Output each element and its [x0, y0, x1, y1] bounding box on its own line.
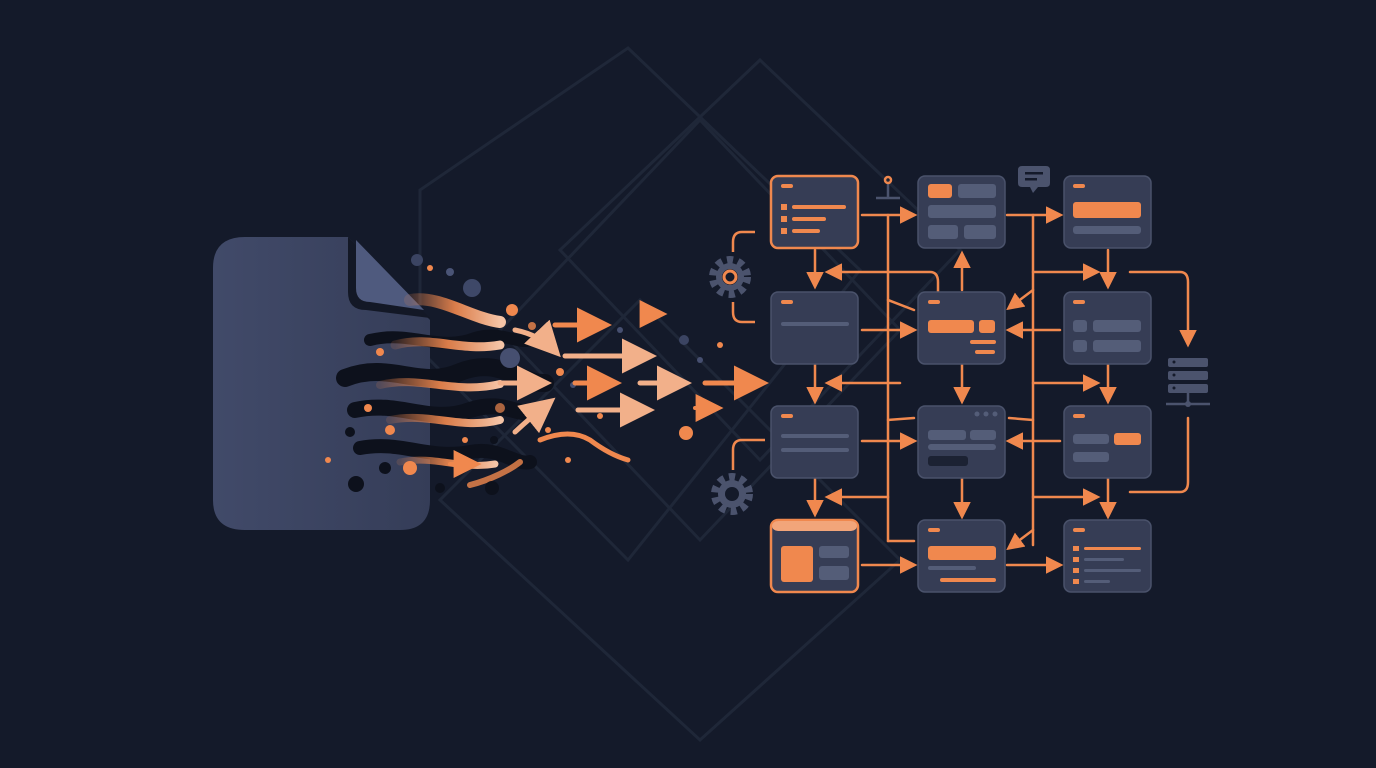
gear-icon [709, 256, 751, 298]
incoming-arrows [448, 300, 769, 478]
document-icon [213, 237, 430, 530]
left-connectors [731, 230, 765, 470]
pin-icon [876, 175, 900, 200]
panel-r1-c2 [917, 175, 1006, 249]
panel-grid [769, 174, 1152, 594]
flow-connectors [806, 206, 1197, 574]
panel-r3-c3 [1063, 405, 1152, 479]
panel-r1-c1 [769, 174, 860, 250]
panel-r4-c2 [917, 519, 1006, 593]
panel-r2-c3 [1063, 291, 1152, 365]
panel-r3-c2 [917, 405, 1006, 479]
background-diamonds [418, 46, 963, 743]
panel-r4-c3 [1063, 519, 1152, 593]
gear-icon [711, 473, 753, 515]
panel-r4-c1 [769, 518, 860, 594]
panel-r2-c1 [770, 291, 859, 365]
panel-r3-c1 [770, 405, 859, 479]
panel-r2-c2 [917, 291, 1006, 365]
chat-bubble-icon [1018, 166, 1050, 193]
panel-r1-c3 [1063, 175, 1152, 249]
server-rack-icon [1166, 358, 1210, 407]
